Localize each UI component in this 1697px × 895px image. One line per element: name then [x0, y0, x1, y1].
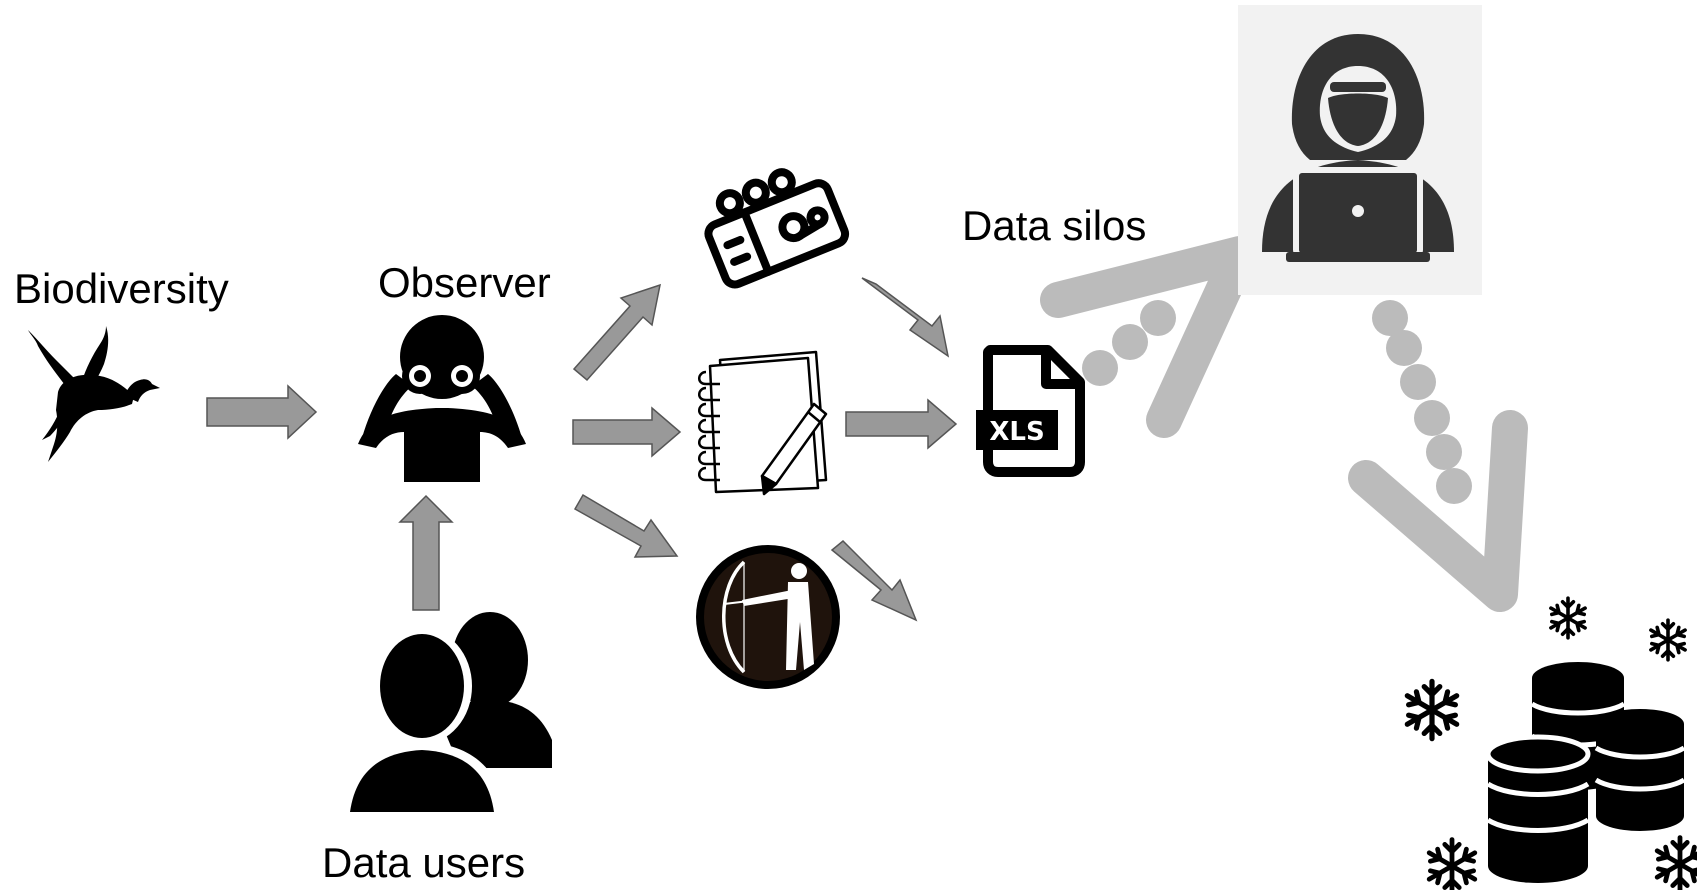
binoculars-observer-icon: [358, 315, 526, 482]
data-users-label: Data users: [322, 839, 526, 886]
arrow-observer-to-archer: [573, 493, 679, 558]
arrow-users-to-observer: [398, 494, 454, 611]
data-users-icon: [336, 612, 552, 820]
frozen-database-icon: [1485, 662, 1686, 883]
duck-icon: [28, 326, 160, 462]
snowflake-icon: [1649, 618, 1687, 662]
wide-arrow-to-frozen-data: [1348, 300, 1528, 612]
observer-label: Observer: [378, 259, 551, 306]
biodiversity-label: Biodiversity: [14, 265, 229, 312]
arrow-recorder-to-xls: [861, 277, 950, 358]
arrow-observer-to-notebook: [572, 406, 682, 458]
data-silos-label: Data silos: [962, 202, 1147, 249]
notebook-pencil-icon: [698, 350, 828, 496]
snowflake-icon: [1657, 838, 1697, 890]
snowflake-icon: [1407, 681, 1456, 738]
arrow-biodiversity-to-observer: [206, 384, 318, 440]
radio-recorder-icon: [704, 168, 850, 289]
snowflake-icon: [1549, 596, 1587, 640]
xls-badge-label: XLS: [989, 417, 1044, 447]
snowflake-icon: [1429, 840, 1475, 890]
wide-arrow-to-hacker: [1040, 236, 1258, 438]
hacker-laptop-icon: [1238, 5, 1482, 295]
xls-file-icon: XLS: [976, 345, 1085, 477]
arrow-notebook-to-xls: [845, 398, 958, 450]
archer-icon: [696, 545, 840, 689]
arrow-archer-outgoing: [830, 539, 918, 622]
arrow-observer-to-recorder: [572, 283, 661, 382]
